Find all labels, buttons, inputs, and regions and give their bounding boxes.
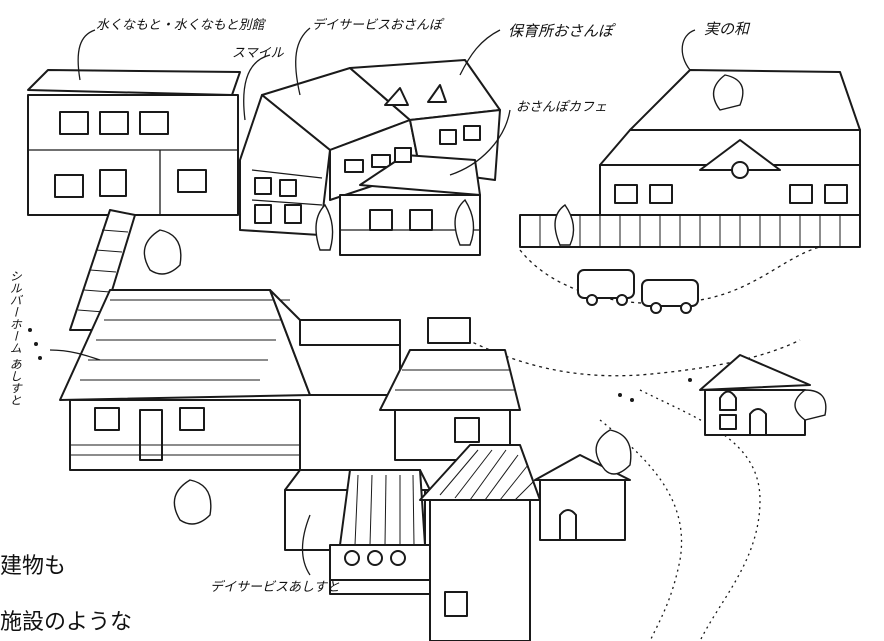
label-smile: スマイル: [232, 46, 284, 61]
building-silver-home-ashisuto: [59, 289, 401, 471]
caption-line-1: 建物も: [0, 554, 67, 579]
building-small-house-center: [534, 454, 631, 541]
exterior-staircase: [69, 209, 136, 331]
parked-cars: [577, 269, 699, 314]
label-mizunamoto: 水くなもと・水くなもと別館: [96, 18, 265, 33]
label-silver-home: シルバーホーム あしすと: [8, 270, 23, 406]
building-small-house-right: [699, 354, 811, 436]
label-minowa: 実の和: [704, 20, 750, 38]
label-dayservice-osanpo: デイサービスおさんぽ: [312, 18, 443, 33]
label-dayservice-ashisuto: デイサービスあしすと: [210, 580, 340, 595]
label-osanpo-cafe: おさんぽカフェ: [516, 100, 608, 115]
building-center-gabled: [379, 317, 521, 461]
building-minowa: [519, 69, 861, 248]
building-dayservice-ashisuto: [284, 444, 541, 641]
trees: [143, 74, 827, 525]
building-mizunamoto: [27, 69, 241, 216]
decorative-dots: [28, 328, 692, 402]
label-hoikusho-osanpo: 保育所おさんぽ: [508, 22, 614, 40]
leader-lines: [49, 27, 696, 576]
caption-line-2: 施設のような: [0, 610, 133, 635]
